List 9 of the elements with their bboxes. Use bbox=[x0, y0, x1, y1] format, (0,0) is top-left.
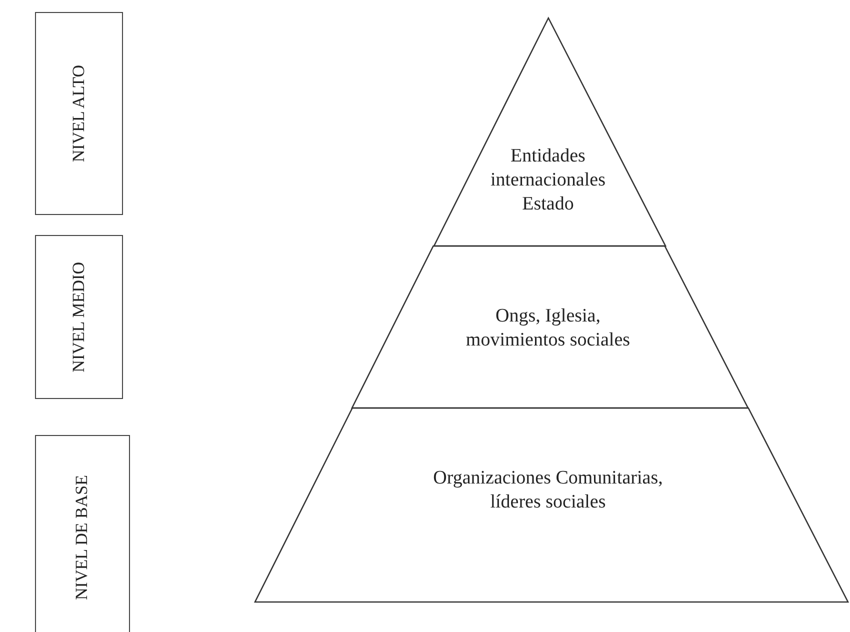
level-box bbox=[35, 435, 130, 632]
tier-label: Entidades internacionales Estado bbox=[489, 144, 606, 216]
tier-label: Ongs, Iglesia, movimientos sociales bbox=[464, 304, 632, 352]
tier-label: Organizaciones Comunitarias, líderes sociales bbox=[432, 466, 664, 514]
level-box bbox=[35, 12, 123, 215]
level-label: NIVEL DE BASE bbox=[72, 475, 92, 600]
level-label: NIVEL MEDIO bbox=[68, 262, 89, 372]
level-label: NIVEL ALTO bbox=[68, 64, 89, 162]
level-box bbox=[35, 235, 123, 399]
